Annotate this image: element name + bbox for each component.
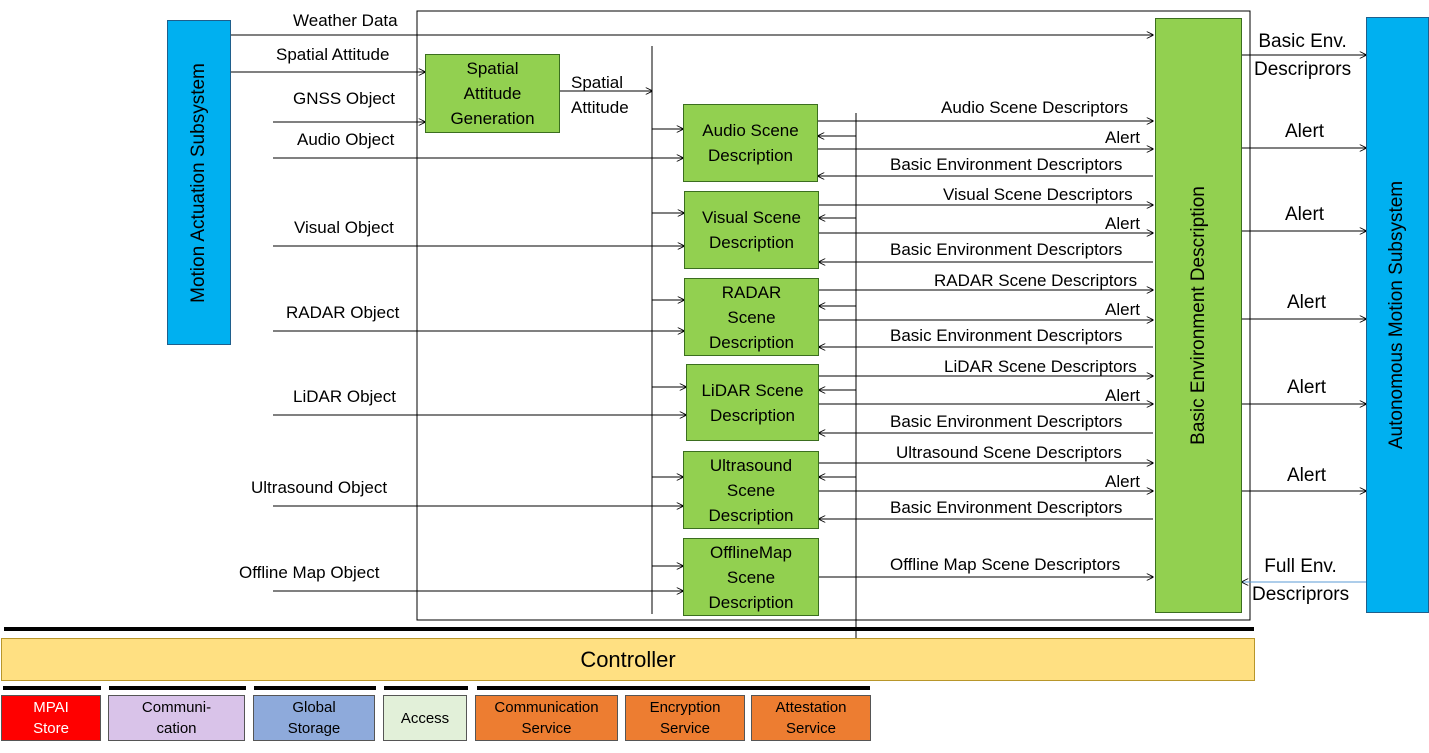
spatial-attitude-input-label: Spatial Attitude [276, 45, 390, 64]
audio-scene-description-box: Audio Scene Description [683, 104, 818, 182]
autonomous-motion-subsystem: Autonomous Motion Subsystem [1366, 17, 1429, 613]
lidar-object-label: LiDAR Object [293, 387, 396, 406]
ultrasound-scene-description-box: Ultrasound Scene Description [683, 451, 819, 529]
visual-alert-label: Alert [1105, 214, 1140, 233]
communication-box: Communi- cation [108, 695, 245, 741]
spatial-attitude-output-label: Spatial Attitude [571, 73, 629, 117]
lidar-scene-descriptors-label: LiDAR Scene Descriptors [944, 357, 1137, 376]
ultrasound-scene-descriptors-label: Ultrasound Scene Descriptors [896, 443, 1122, 462]
basic-environment-description-label: Basic Environment Description [1188, 186, 1209, 445]
offline-map-object-label: Offline Map Object [239, 563, 380, 582]
visual-scene-descriptors-label: Visual Scene Descriptors [943, 185, 1133, 204]
communication-service-box: Communication Service [475, 695, 618, 741]
visual-object-label: Visual Object [294, 218, 394, 237]
alert-out-ultrasound-label: Alert [1287, 465, 1327, 486]
ultrasound-alert-label: Alert [1105, 472, 1140, 491]
access-box: Access [383, 695, 467, 741]
alert-out-visual-label: Alert [1285, 204, 1325, 225]
mpai-store-box: MPAI Store [1, 695, 101, 741]
motion-actuation-label: Motion Actuation Subsystem [188, 62, 209, 303]
lidar-bed-descriptors-label: Basic Environment Descriptors [890, 412, 1123, 431]
audio-alert-label: Alert [1105, 128, 1140, 147]
audio-object-label: Audio Object [297, 130, 395, 149]
audio-bed-descriptors-label: Basic Environment Descriptors [890, 155, 1123, 174]
controller-bar: Controller [1, 638, 1255, 681]
basic-environment-description-box: Basic Environment Description [1155, 18, 1242, 613]
autonomous-motion-label: Autonomous Motion Subsystem [1386, 180, 1408, 450]
basic-env-descriptors-label: Basic Env. Descriprors [1254, 31, 1352, 80]
spatial-attitude-generation-box: Spatial Attitude Generation [425, 54, 560, 133]
ultrasound-object-label: Ultrasound Object [251, 478, 388, 497]
motion-actuation-subsystem: Motion Actuation Subsystem [167, 20, 231, 345]
radar-scene-descriptors-label: RADAR Scene Descriptors [934, 271, 1138, 290]
radar-bed-descriptors-label: Basic Environment Descriptors [890, 326, 1123, 345]
alert-out-radar-label: Alert [1287, 292, 1327, 313]
system-frame [416, 10, 1251, 621]
lidar-scene-description-box: LiDAR Scene Description [686, 364, 819, 441]
attestation-service-box: Attestation Service [751, 695, 871, 741]
security-group-bar [477, 686, 870, 690]
alert-out-lidar-label: Alert [1287, 377, 1327, 398]
storage-group-bar [254, 686, 376, 690]
visual-scene-description-box: Visual Scene Description [684, 191, 819, 269]
full-env-descriptors-label: Full Env. Descriprors [1252, 556, 1350, 605]
communication-group-bar [109, 686, 246, 690]
visual-bed-descriptors-label: Basic Environment Descriptors [890, 240, 1123, 259]
alert-out-audio-label: Alert [1285, 121, 1325, 142]
store-group-bar [3, 686, 101, 690]
offline-map-scene-descriptors-label: Offline Map Scene Descriptors [890, 555, 1121, 574]
radar-alert-label: Alert [1105, 300, 1140, 319]
audio-scene-descriptors-label: Audio Scene Descriptors [941, 98, 1129, 117]
offlinemap-scene-description-box: OfflineMap Scene Description [683, 538, 819, 616]
gnss-object-label: GNSS Object [293, 89, 396, 108]
weather-data-label: Weather Data [293, 11, 398, 30]
access-group-bar [384, 686, 468, 690]
ultrasound-bed-descriptors-label: Basic Environment Descriptors [890, 498, 1123, 517]
global-storage-box: Global Storage [253, 695, 375, 741]
radar-scene-description-box: RADAR Scene Description [684, 278, 819, 356]
radar-object-label: RADAR Object [286, 303, 400, 322]
lidar-alert-label: Alert [1105, 386, 1140, 405]
encryption-service-box: Encryption Service [625, 695, 745, 741]
